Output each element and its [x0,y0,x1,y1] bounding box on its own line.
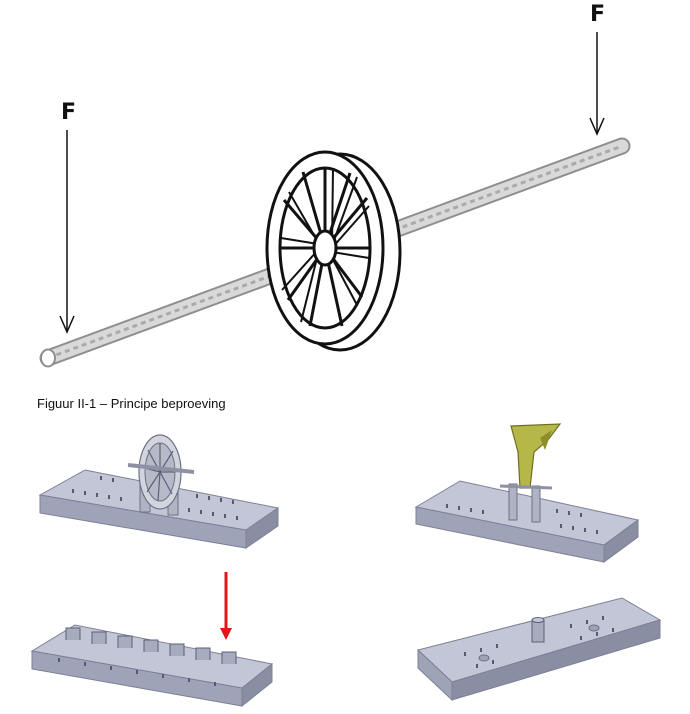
force-arrow-right [589,32,605,136]
fixture-plate-bracket [414,423,640,563]
fixture-renders [30,423,662,708]
fixture-plate-pin [416,597,662,702]
principle-diagram [39,32,631,368]
red-arrow-down [220,572,232,640]
force-label-right: F [590,2,606,27]
force-label-left: F [61,100,77,125]
wheel [265,150,402,352]
force-arrow-left [59,130,75,334]
figure-caption: Figuur II-1 – Principe beproeving [37,396,226,411]
fixture-plate-wheel [38,434,280,549]
fixture-plate-clamps [30,624,274,708]
